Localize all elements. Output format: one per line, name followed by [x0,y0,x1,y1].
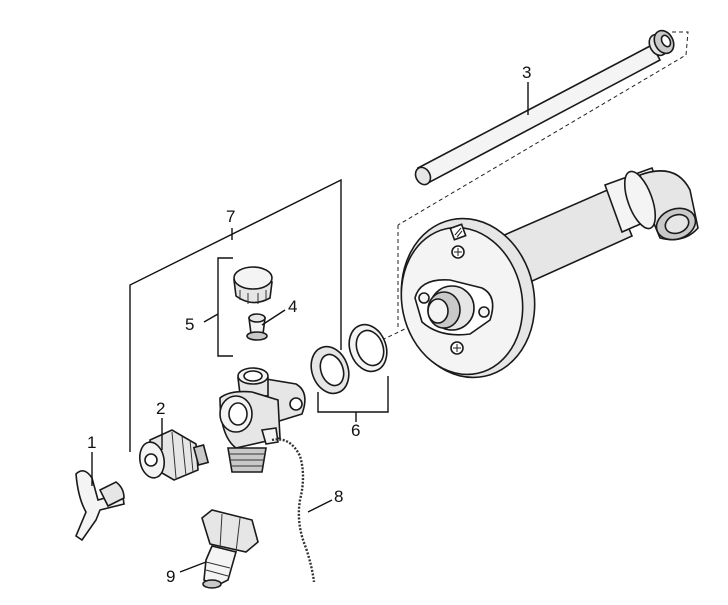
leader-lines [91,82,529,573]
part-cartridge [138,429,210,481]
part-key [75,470,125,542]
label-8: 8 [334,487,343,506]
part-labels: 1 2 3 4 5 6 7 8 9 [87,63,531,586]
part-cap [233,266,273,304]
label-5: 5 [185,315,194,334]
label-2: 2 [156,399,165,418]
part-chain [271,438,316,583]
label-9: 9 [166,567,175,586]
part-rings [310,323,388,395]
part-rod [414,29,675,186]
part-wall-fixture [400,166,699,379]
label-6: 6 [351,421,360,440]
label-4: 4 [288,297,297,316]
part-hose-connector [201,509,259,589]
dashed-guides [381,31,689,341]
label-7: 7 [226,207,235,226]
label-1: 1 [87,433,96,452]
label-3: 3 [522,63,531,82]
part-valve-body [219,367,306,473]
part-insert [246,313,268,341]
